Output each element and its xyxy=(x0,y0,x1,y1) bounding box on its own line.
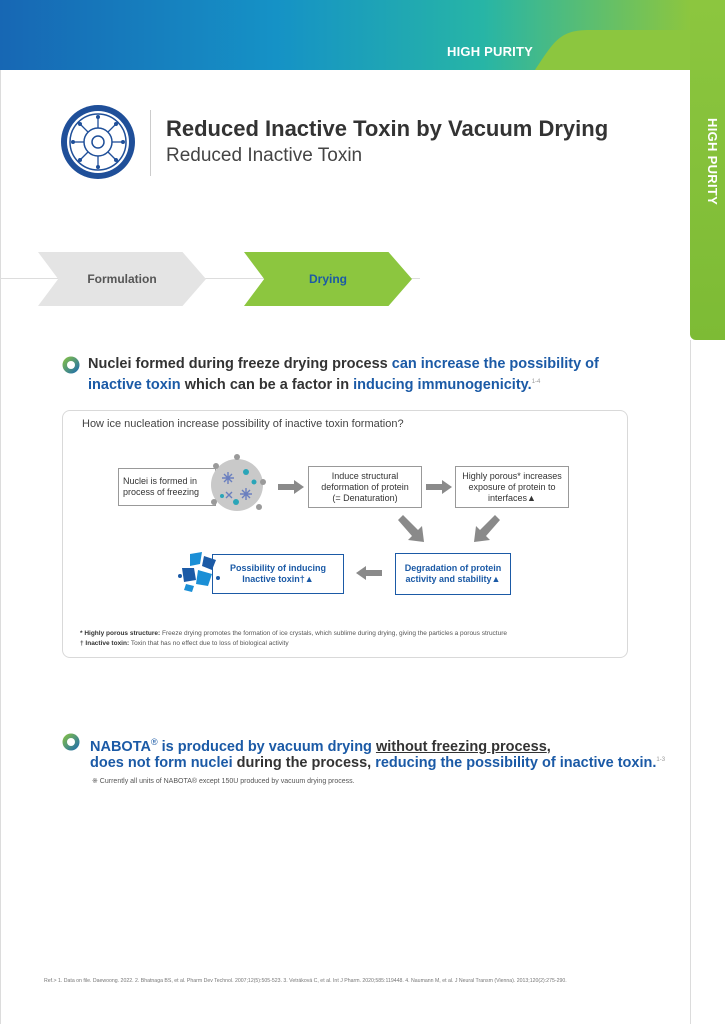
diagram-footnote-inactive: † Inactive toxin: Toxin that has no effe… xyxy=(80,640,289,647)
box-line: deformation of protein xyxy=(321,482,409,493)
bullet2-text-f: during the process, xyxy=(233,755,376,771)
ice-particle-icon xyxy=(204,452,270,518)
box-line: Induce structural xyxy=(332,471,399,482)
box-nuclei-formed: Nuclei is formed in process of freezing xyxy=(118,468,216,506)
side-tab-label: HIGH PURITY xyxy=(694,118,720,238)
side-tab-edge xyxy=(690,340,725,1024)
box-highly-porous: Highly porous* increases exposure of pro… xyxy=(455,466,569,508)
bullet2-line2: does not form nuclei during the process,… xyxy=(90,751,665,773)
header-tab-shape xyxy=(0,0,690,70)
references: Ref.> 1. Data on file. Daewoong. 2022. 2… xyxy=(44,978,567,984)
diagram-title: How ice nucleation increase possibility … xyxy=(82,418,404,430)
arrow-left-icon xyxy=(356,566,382,580)
process-step-label: Drying xyxy=(309,272,347,286)
bullet1-line1: Nuclei formed during freeze drying proce… xyxy=(88,355,599,374)
box-line: Nuclei is formed in xyxy=(123,476,197,487)
page-subtitle: Reduced Inactive Toxin xyxy=(166,145,362,167)
bullet2-text-e: does not form nuclei xyxy=(90,755,233,771)
box-degradation: Degradation of protein activity and stab… xyxy=(395,553,511,595)
page-title: Reduced Inactive Toxin by Vacuum Drying xyxy=(166,116,608,142)
footnote-text: Freeze drying promotes the formation of … xyxy=(160,630,507,637)
box-line: Possibility of inducing xyxy=(230,563,326,574)
arrow-right-icon xyxy=(426,480,452,494)
bullet1-text-a: Nuclei formed during freeze drying proce… xyxy=(88,356,392,372)
box-line: (= Denaturation) xyxy=(332,493,397,504)
arrow-down-right-icon xyxy=(396,514,428,544)
box-line: interfaces▲ xyxy=(488,493,536,504)
bullet-ring-icon xyxy=(62,733,80,751)
bullet1-text-c: inactive toxin xyxy=(88,377,181,393)
bullet2-ref: 1-3 xyxy=(656,757,665,763)
broken-toxin-icon xyxy=(176,550,222,594)
footnote-label: † Inactive toxin: xyxy=(80,640,129,647)
bullet1-text-b: can increase the possibility of xyxy=(392,356,599,372)
box-line: Highly porous* increases xyxy=(462,471,562,482)
arrow-down-left-icon xyxy=(470,514,502,544)
virus-icon xyxy=(60,104,136,180)
box-line: activity and stability▲ xyxy=(406,574,501,585)
bullet1-text-e: inducing immunogenicity. xyxy=(353,377,532,393)
header-label: HIGH PURITY xyxy=(410,44,570,59)
box-line: Inactive toxin†▲ xyxy=(242,574,313,585)
process-step-formulation: Formulation xyxy=(38,252,206,306)
box-inactive-toxin: Possibility of inducing Inactive toxin†▲ xyxy=(212,554,344,594)
page-edge xyxy=(0,70,1,1024)
arrow-right-icon xyxy=(278,480,304,494)
box-line: process of freezing xyxy=(123,487,199,498)
bullet2-text-g: reducing the possibility of inactive tox… xyxy=(375,755,656,771)
footnote-label: * Highly porous structure: xyxy=(80,630,160,637)
box-denaturation: Induce structural deformation of protein… xyxy=(308,466,422,508)
process-step-drying: Drying xyxy=(244,252,412,306)
diagram-footnote-porous: * Highly porous structure: Freeze drying… xyxy=(80,630,507,637)
bullet1-ref: 1-4 xyxy=(532,379,541,385)
registered-mark: ® xyxy=(151,737,158,747)
nabota-note: ※ Currently all units of NABOTA® except … xyxy=(92,777,355,785)
footnote-text: Toxin that has no effect due to loss of … xyxy=(129,640,288,647)
bullet1-text-d: which can be a factor in xyxy=(181,377,353,393)
box-line: exposure of protein to xyxy=(468,482,555,493)
bullet-ring-icon xyxy=(62,356,80,374)
box-line: Degradation of protein xyxy=(405,563,502,574)
bullet1-line2: inactive toxin which can be a factor in … xyxy=(88,373,540,395)
diagram-box xyxy=(62,410,628,658)
title-divider xyxy=(150,110,151,176)
process-step-label: Formulation xyxy=(87,272,156,286)
